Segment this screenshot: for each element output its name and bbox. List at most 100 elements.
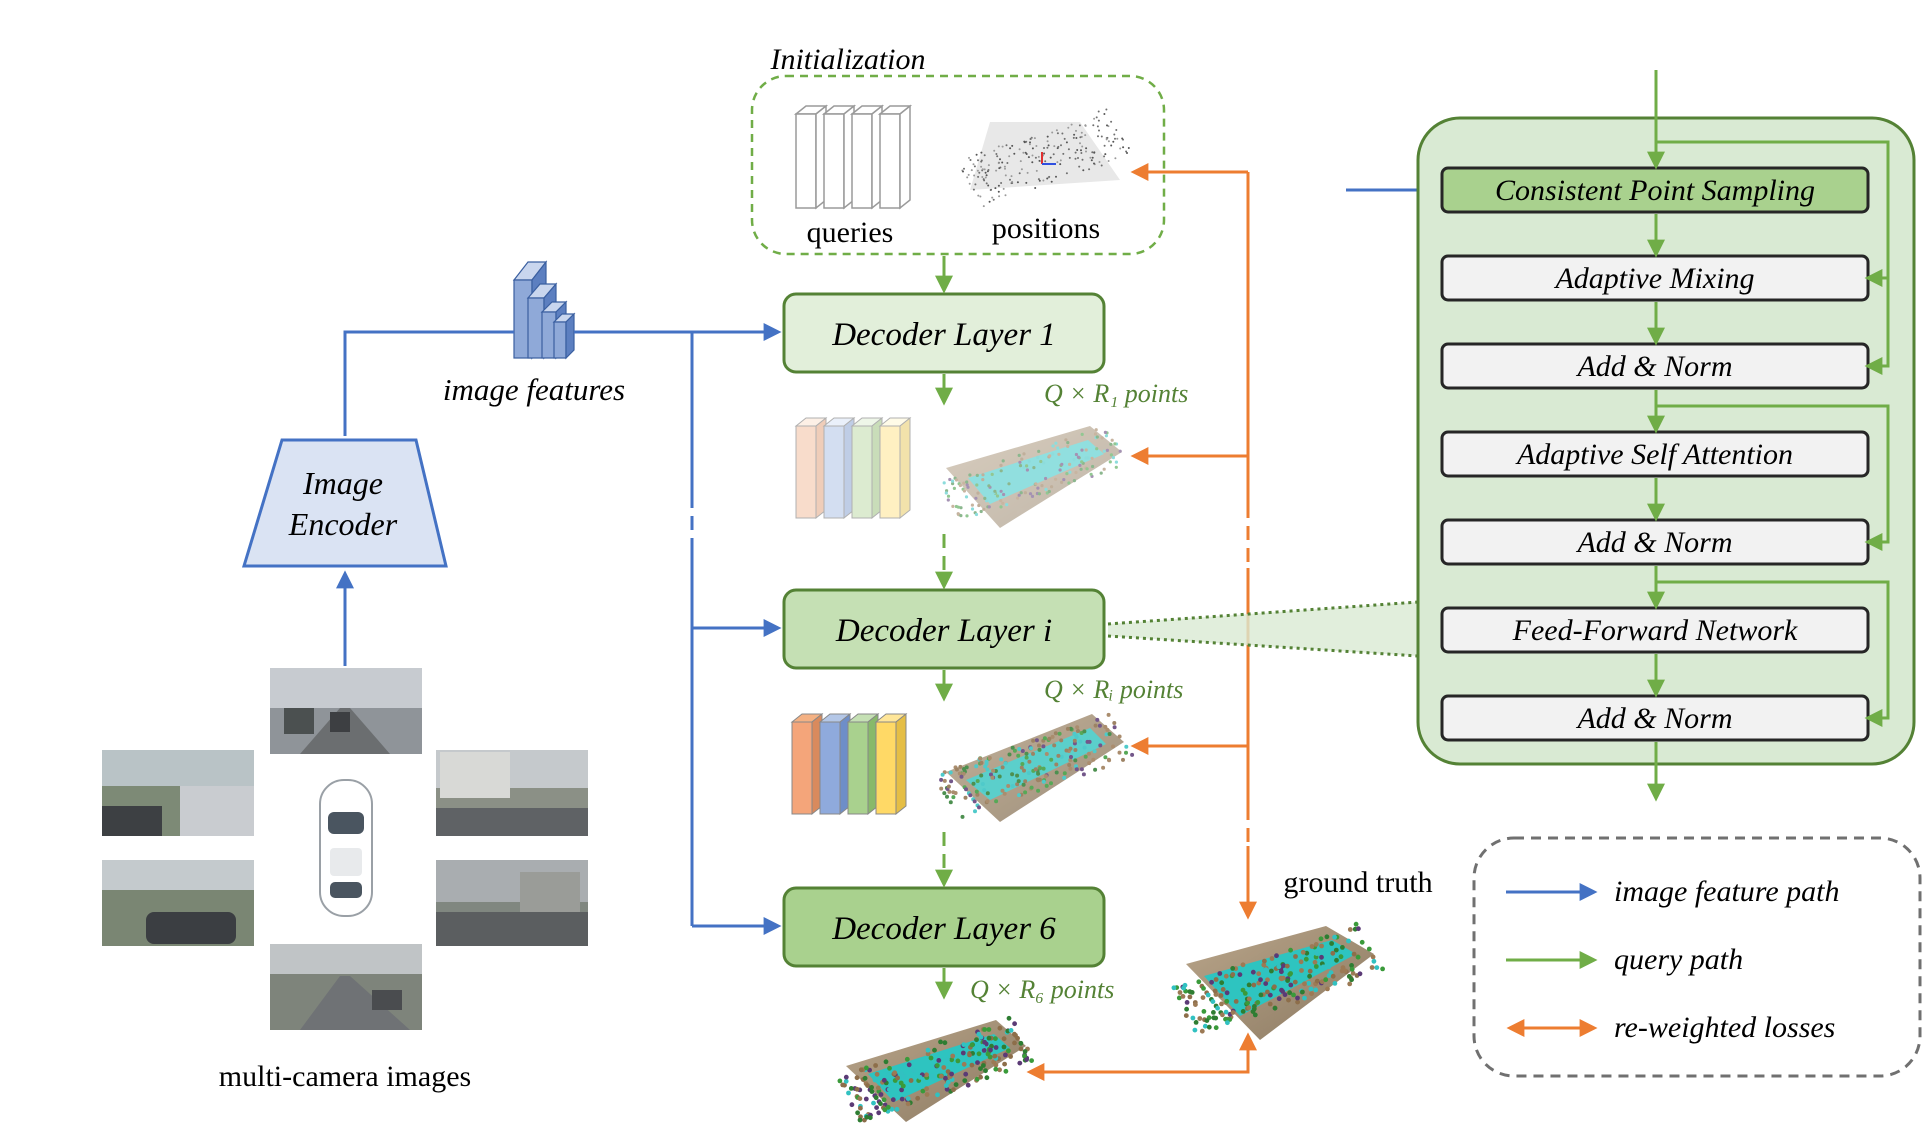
cloud-point bbox=[1059, 159, 1062, 162]
cloud-point bbox=[999, 505, 1003, 509]
cloud-point bbox=[843, 1074, 849, 1080]
cloud-point bbox=[954, 478, 959, 482]
cloud-point bbox=[1267, 992, 1273, 998]
cloud-point bbox=[1121, 757, 1125, 762]
cloud-point bbox=[1019, 160, 1022, 163]
cloud-point bbox=[1077, 157, 1079, 159]
cloud-point bbox=[1036, 486, 1040, 490]
cloud-point bbox=[975, 779, 980, 783]
cloud-point bbox=[975, 792, 980, 797]
cloud-point bbox=[999, 463, 1003, 467]
cloud-point bbox=[1034, 156, 1037, 159]
cloud-point bbox=[1197, 1016, 1203, 1021]
cloud-point bbox=[1346, 938, 1351, 944]
cloud-point bbox=[1081, 772, 1086, 777]
cloud-point bbox=[1102, 449, 1106, 453]
cloud-point bbox=[1063, 137, 1066, 140]
cloud-point bbox=[1111, 744, 1115, 749]
cloud-point bbox=[898, 1070, 904, 1076]
cloud-point bbox=[1095, 717, 1100, 722]
cloud-point bbox=[1115, 129, 1118, 131]
cloud-point bbox=[1035, 777, 1040, 782]
cloud-point bbox=[1347, 927, 1353, 932]
detail-query-path bbox=[1647, 70, 1890, 802]
cloud-point bbox=[1187, 994, 1193, 1000]
cloud-point bbox=[1374, 965, 1380, 970]
cloud-point bbox=[984, 176, 987, 179]
cloud-point bbox=[1100, 436, 1104, 440]
cloud-point bbox=[989, 772, 993, 777]
cloud-point bbox=[848, 1086, 854, 1091]
cloud-point bbox=[1202, 1023, 1208, 1029]
positions-point-cloud bbox=[961, 108, 1130, 208]
cloud-point bbox=[1112, 140, 1115, 143]
cloud-point bbox=[1298, 959, 1304, 965]
cloud-point bbox=[1023, 779, 1028, 784]
cloud-point bbox=[980, 782, 985, 786]
cloud-point bbox=[1030, 494, 1035, 498]
cloud-point bbox=[982, 1039, 987, 1045]
cloud-point bbox=[899, 1096, 905, 1102]
cloud-point bbox=[1058, 468, 1062, 472]
cloud-point bbox=[883, 1059, 889, 1065]
cloud-point bbox=[1001, 1044, 1007, 1050]
cloud-point bbox=[1113, 442, 1117, 446]
cloud-point bbox=[1068, 156, 1071, 159]
cloud-point bbox=[992, 1053, 998, 1059]
cloud-point bbox=[1183, 1013, 1189, 1018]
cloud-point bbox=[1072, 731, 1077, 736]
cloud-point bbox=[962, 481, 966, 485]
cloud-point bbox=[1003, 1052, 1008, 1058]
cloud-point bbox=[1015, 782, 1020, 787]
cloud-point bbox=[1046, 177, 1049, 180]
cloud-point bbox=[974, 183, 977, 186]
cloud-point bbox=[984, 171, 987, 174]
cloud-point bbox=[1263, 981, 1269, 986]
cloud-point bbox=[985, 182, 988, 185]
cloud-point bbox=[1073, 758, 1078, 763]
cloud-point bbox=[986, 1027, 992, 1032]
cloud-point bbox=[1078, 463, 1082, 467]
decoder-layer-i: Decoder Layer i bbox=[782, 588, 1106, 670]
cloud-point bbox=[1037, 449, 1041, 453]
cloud-point bbox=[942, 791, 947, 796]
cloud-point bbox=[1065, 472, 1069, 476]
cloud-point bbox=[1037, 492, 1041, 496]
cloud-point bbox=[983, 496, 987, 500]
cloud-point bbox=[1010, 784, 1015, 788]
cloud-point bbox=[1018, 460, 1022, 464]
cloud-point bbox=[1110, 144, 1113, 147]
cloud-point bbox=[1073, 748, 1078, 752]
cloud-point bbox=[1003, 761, 1008, 766]
cloud-point bbox=[1177, 990, 1183, 995]
cloud-point bbox=[1012, 1021, 1017, 1027]
cloud-point bbox=[1000, 788, 1005, 793]
cloud-point bbox=[1102, 467, 1106, 471]
cloud-point bbox=[1312, 959, 1318, 965]
cloud-point bbox=[1176, 995, 1182, 1001]
cloud-point bbox=[966, 485, 970, 489]
cloud-point bbox=[1204, 1018, 1210, 1023]
cloud-point bbox=[1349, 966, 1355, 972]
cloud-point bbox=[1024, 755, 1029, 760]
cloud-point bbox=[981, 473, 985, 477]
cloud-point bbox=[974, 764, 979, 769]
cloud-point bbox=[936, 1058, 942, 1063]
cloud-point bbox=[949, 779, 954, 784]
cloud-point bbox=[1036, 455, 1040, 459]
cloud-point bbox=[1219, 1001, 1224, 1007]
cloud-point bbox=[1201, 1009, 1207, 1014]
cloud-point bbox=[1023, 140, 1026, 143]
cloud-point bbox=[1090, 159, 1093, 162]
cloud-point bbox=[1122, 138, 1124, 141]
cloud-point bbox=[862, 1075, 868, 1081]
cloud-point bbox=[1050, 485, 1054, 489]
cloud-point bbox=[1103, 113, 1106, 115]
cloud-point bbox=[1124, 744, 1129, 749]
cloud-point bbox=[1184, 1006, 1189, 1012]
cloud-point bbox=[960, 1050, 966, 1056]
cloud-point bbox=[1265, 989, 1270, 995]
cloud-point bbox=[961, 771, 966, 776]
cloud-point bbox=[1018, 172, 1021, 175]
cloud-point bbox=[1282, 992, 1288, 998]
